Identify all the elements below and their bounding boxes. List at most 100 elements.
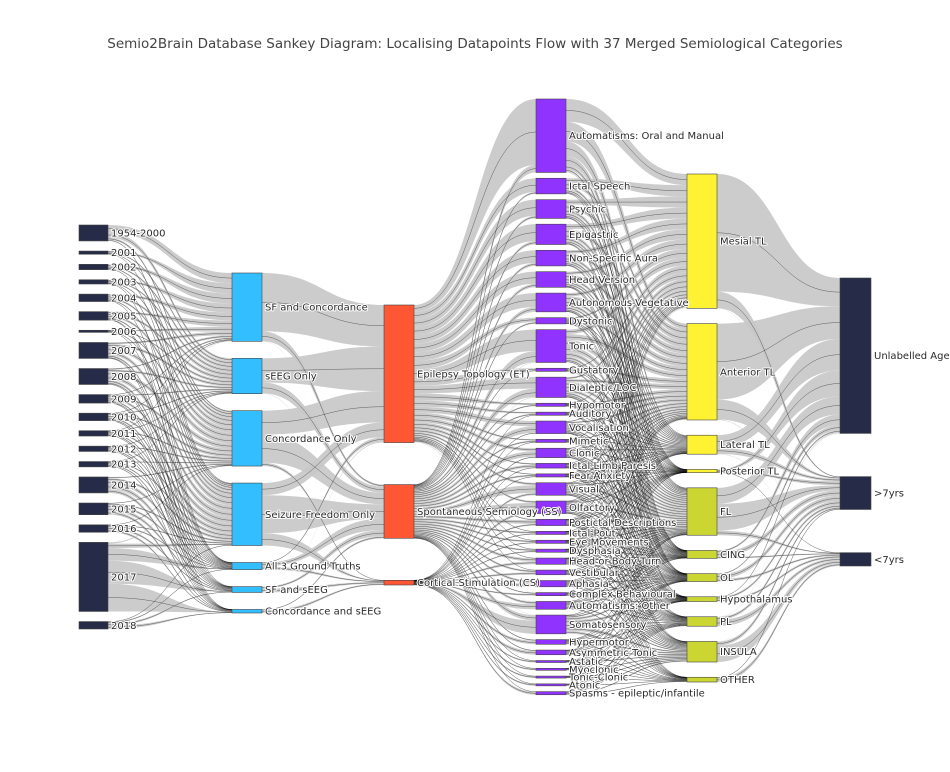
node-2001[interactable] (78, 250, 109, 255)
node-non-specific-aura[interactable] (535, 249, 567, 267)
node-hypomotor[interactable] (535, 402, 567, 407)
link-thread (565, 600, 688, 677)
node-mesial-tl[interactable] (686, 173, 718, 309)
node-unlabelled-age[interactable] (839, 277, 872, 434)
node-insula[interactable] (686, 641, 718, 663)
node-visual[interactable] (535, 482, 567, 496)
node-mimetic[interactable] (535, 439, 567, 443)
node-2002[interactable] (78, 264, 109, 270)
node-7yrs[interactable] (839, 476, 872, 510)
node-gustatory[interactable] (535, 367, 567, 372)
node-ictal-limb-paresis[interactable] (535, 463, 567, 469)
node-seeg-only[interactable] (231, 358, 263, 394)
link-thread (565, 471, 688, 504)
node-1954-2000[interactable] (78, 224, 109, 242)
node-sf-and-seeg[interactable] (231, 586, 263, 593)
node-tonic-clonic[interactable] (535, 675, 567, 679)
node-label-2007: 2007 (111, 346, 136, 357)
node-auditory[interactable] (535, 411, 567, 416)
link-thread (565, 494, 688, 643)
link-thread (565, 557, 688, 594)
node-somatosensory[interactable] (535, 614, 567, 635)
node-ol[interactable] (686, 573, 718, 582)
node-7yrs[interactable] (839, 552, 872, 567)
node-anterior-tl[interactable] (686, 323, 718, 421)
node-dialeptic-loc[interactable] (535, 376, 567, 398)
node-vestibular[interactable] (535, 569, 567, 576)
node-dystonic[interactable] (535, 317, 567, 325)
node-spasms-epileptic-infantile[interactable] (535, 691, 567, 696)
node-spontaneous-semiology-ss[interactable] (383, 484, 415, 539)
link-thread (107, 446, 233, 462)
node-hypothalamus[interactable] (686, 596, 718, 602)
node-hypermotor[interactable] (535, 639, 567, 645)
node-automatisms-oral-and-manual[interactable] (535, 98, 567, 173)
node-sf-and-concordance[interactable] (231, 272, 263, 342)
node-dysphasia[interactable] (535, 548, 567, 553)
node-2016[interactable] (78, 524, 109, 533)
node-asymmetric-tonic[interactable] (535, 649, 567, 656)
node-cing[interactable] (686, 550, 718, 559)
node-posterior-tl[interactable] (686, 469, 718, 473)
node-olfactory[interactable] (535, 500, 567, 514)
node-2007[interactable] (78, 342, 109, 359)
link-thread (413, 392, 537, 494)
node-label-2006: 2006 (111, 327, 136, 338)
link-thread (565, 580, 688, 651)
node-2008[interactable] (78, 368, 109, 385)
node-tonic[interactable] (535, 329, 567, 363)
node-astatic[interactable] (535, 660, 567, 663)
node-complex-behavioural[interactable] (535, 592, 567, 596)
link-thread (413, 309, 537, 489)
node-lateral-tl[interactable] (686, 434, 718, 455)
node-all-3-ground-truths[interactable] (231, 562, 263, 570)
node-autonomous-vegetative[interactable] (535, 292, 567, 313)
node-2013[interactable] (78, 461, 109, 468)
node-seizure-freedom-only[interactable] (231, 482, 263, 546)
link-band (414, 388, 536, 494)
node-2015[interactable] (78, 502, 109, 516)
node-concordance-and-seeg[interactable] (231, 609, 263, 614)
node-2010[interactable] (78, 412, 109, 421)
node-cortical-stimulation-cs[interactable] (383, 579, 415, 586)
node-2004[interactable] (78, 293, 109, 302)
link-thread (107, 391, 233, 432)
link-thread (565, 522, 688, 578)
node-epigastric[interactable] (535, 223, 567, 245)
node-2017[interactable] (78, 542, 109, 612)
link-thread (413, 537, 537, 677)
node-concordance-only[interactable] (231, 410, 263, 467)
node-automatisms-other[interactable] (535, 601, 567, 610)
node-epilepsy-topology-et[interactable] (383, 304, 415, 443)
node-fl[interactable] (686, 487, 718, 536)
node-2018[interactable] (78, 621, 109, 630)
node-2005[interactable] (78, 311, 109, 321)
node-label-other: OTHER (720, 675, 755, 686)
node-head-version[interactable] (535, 271, 567, 288)
node-fear-anxiety[interactable] (535, 473, 567, 478)
node-2011[interactable] (78, 430, 109, 437)
node-atonic[interactable] (535, 683, 567, 687)
link-thread (565, 669, 688, 681)
node-head-or-body-turn[interactable] (535, 557, 567, 565)
node-ictal-pout[interactable] (535, 531, 567, 535)
node-myoclonic[interactable] (535, 667, 567, 671)
node-ictal-speech[interactable] (535, 177, 567, 195)
node-label-2015: 2015 (111, 504, 136, 515)
node-aphasia[interactable] (535, 580, 567, 588)
node-clonic[interactable] (535, 447, 567, 458)
node-vocalisation[interactable] (535, 420, 567, 434)
node-other[interactable] (686, 676, 718, 683)
node-2003[interactable] (78, 279, 109, 285)
node-pl[interactable] (686, 616, 718, 627)
link-thread (565, 303, 688, 484)
node-2006[interactable] (78, 329, 109, 333)
node-2014[interactable] (78, 476, 109, 494)
node-2012[interactable] (78, 445, 109, 452)
link-band (414, 317, 536, 370)
link-thread (413, 542, 537, 582)
node-2009[interactable] (78, 394, 109, 404)
node-postictal-descriptions[interactable] (535, 519, 567, 526)
node-eye-movements[interactable] (535, 539, 567, 544)
node-psychic[interactable] (535, 199, 567, 219)
